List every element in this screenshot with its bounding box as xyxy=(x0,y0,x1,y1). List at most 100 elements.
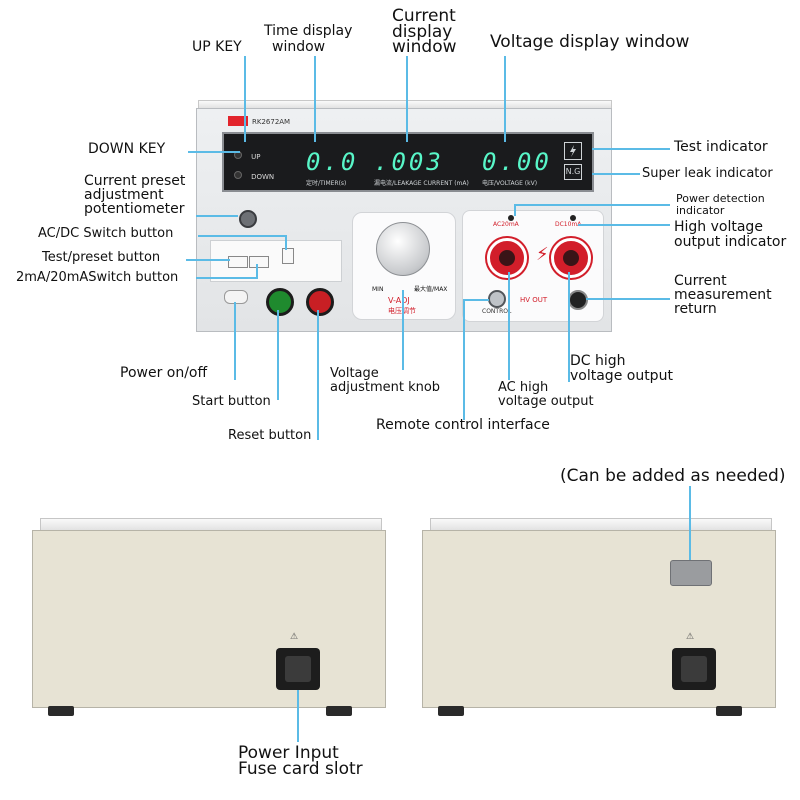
ac-hv-output-jack[interactable] xyxy=(487,238,527,278)
label-current-return-1: Current xyxy=(674,273,727,289)
voltage-caption: 电压/VOLTAGE (kV) xyxy=(482,180,538,187)
front-panel-top xyxy=(198,100,612,111)
leader-down-key xyxy=(188,151,240,153)
power-switch[interactable] xyxy=(224,290,248,304)
label-acdc: AC/DC Switch button xyxy=(38,226,174,241)
leader-ma-switch-v xyxy=(256,264,258,279)
leader-test-preset xyxy=(186,259,230,261)
leader-voltage-window xyxy=(504,56,506,142)
leader-power-input xyxy=(297,690,299,742)
time-display: 0.0 xyxy=(306,148,359,176)
back-panel-left xyxy=(32,530,386,708)
leader-power-detection-v xyxy=(514,204,516,216)
up-caption: UP xyxy=(251,153,261,161)
label-current-return-3: return xyxy=(674,301,717,317)
acdc-switch-button[interactable] xyxy=(282,248,294,264)
label-reset: Reset button xyxy=(228,428,312,443)
display-window: UP DOWN 0.0 .003 0.00 定时/TIMER(s) 漏电流/LE… xyxy=(222,132,594,192)
label-voltage-window: Voltage display window xyxy=(490,32,690,52)
label-test-indicator: Test indicator xyxy=(674,139,768,155)
leader-super-leak xyxy=(592,173,640,175)
leader-acdc-v xyxy=(285,235,287,250)
power-input-socket[interactable] xyxy=(276,648,320,690)
foot xyxy=(48,706,74,716)
hv-warning-icon: ⚡ xyxy=(536,244,549,265)
leader-preset xyxy=(196,215,238,217)
test-preset-button[interactable] xyxy=(228,256,248,268)
label-up-key: UP KEY xyxy=(192,39,242,55)
back-right-top xyxy=(430,518,772,533)
leader-remote-h xyxy=(463,299,489,301)
back-left-top xyxy=(40,518,382,533)
label-super-leak: Super leak indicator xyxy=(642,166,773,181)
label-dc-output-1: DC high xyxy=(570,353,626,369)
time-caption: 定时/TIMER(s) xyxy=(306,180,347,187)
power-detection-lamp xyxy=(508,215,514,221)
current-return-jack[interactable] xyxy=(568,290,588,310)
label-current-return-2: measurement xyxy=(674,287,772,303)
voltage-adjustment-knob[interactable] xyxy=(376,222,430,276)
label-power-input-1: Power Input xyxy=(238,743,339,763)
remote-control-port[interactable] xyxy=(488,290,506,308)
leader-start xyxy=(277,310,279,400)
foot xyxy=(438,706,464,716)
vadj-label: V-ADJ xyxy=(388,296,410,305)
foot xyxy=(716,706,742,716)
up-indicator: UP xyxy=(234,144,260,163)
leader-power xyxy=(234,302,236,380)
brand-logo xyxy=(228,116,248,126)
leader-time-window xyxy=(314,56,316,142)
ac-caption: AC20mA xyxy=(493,221,519,228)
label-time-window-1: Time display xyxy=(264,23,353,39)
voltage-display: 0.00 xyxy=(482,148,552,176)
leader-ma-switch-h xyxy=(196,277,258,279)
dc-hv-output-jack[interactable] xyxy=(551,238,591,278)
label-down-key: DOWN KEY xyxy=(88,141,166,157)
leader-current-window xyxy=(406,56,408,142)
leader-can-be-added xyxy=(689,486,691,560)
label-power-detection-2: indicator xyxy=(676,204,725,217)
label-high-voltage-1: High voltage xyxy=(674,219,763,235)
db9-port[interactable] xyxy=(670,560,712,586)
label-current-window-2: display xyxy=(392,22,453,42)
leader-ac-output xyxy=(508,272,510,380)
label-ac-output-2: voltage output xyxy=(498,394,594,409)
label-can-be-added: (Can be added as needed) xyxy=(560,466,786,486)
high-voltage-lamp xyxy=(570,215,576,221)
hv-out-label: HV OUT xyxy=(520,296,548,304)
test-lamp xyxy=(564,142,582,160)
label-high-voltage-2: output indicator xyxy=(674,234,787,250)
control-caption: CONTROL xyxy=(482,308,512,315)
power-input-socket[interactable] xyxy=(672,648,716,690)
knob-max-label: 最大值/MAX xyxy=(414,286,448,293)
label-start: Start button xyxy=(192,394,271,409)
reset-button[interactable] xyxy=(306,288,334,316)
label-ma-switch: 2mA/20mASwitch button xyxy=(16,270,179,285)
label-knob-2: adjustment knob xyxy=(330,380,441,395)
label-current-window-1: Current xyxy=(392,6,456,26)
start-button[interactable] xyxy=(266,288,294,316)
warning-icon: ⚠ xyxy=(686,632,695,642)
label-preset-3: potentiometer xyxy=(84,201,185,217)
label-ac-output-1: AC high xyxy=(498,380,549,395)
label-test-preset: Test/preset button xyxy=(42,250,161,265)
leader-high-voltage xyxy=(578,224,670,226)
leader-acdc-h xyxy=(198,235,286,237)
leader-dc-output xyxy=(568,272,570,382)
current-preset-potentiometer[interactable] xyxy=(239,210,257,228)
leader-remote xyxy=(463,300,465,420)
ma-switch-button[interactable] xyxy=(249,256,269,268)
label-knob-1: Voltage xyxy=(330,366,379,381)
label-preset-2: adjustment xyxy=(84,187,164,203)
label-dc-output-2: voltage output xyxy=(570,368,673,384)
dc-caption: DC10mA xyxy=(555,221,582,228)
super-leak-lamp: N.G xyxy=(564,164,582,180)
label-current-window-3: window xyxy=(392,37,457,57)
down-caption: DOWN xyxy=(251,173,275,181)
label-preset-1: Current preset xyxy=(84,173,186,189)
label-power-detection-1: Power detection xyxy=(676,192,765,205)
leader-knob xyxy=(402,290,404,370)
warning-icon: ⚠ xyxy=(290,632,299,642)
down-indicator: DOWN xyxy=(234,164,274,183)
back-panel-right xyxy=(422,530,776,708)
